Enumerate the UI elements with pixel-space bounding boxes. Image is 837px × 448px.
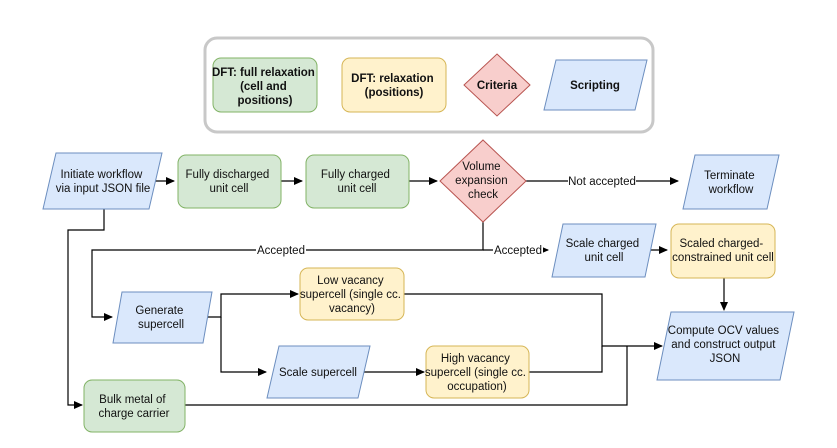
svg-text:Bulk metal of charge car: Bulk metal of charge carrier [99,394,170,420]
node-terminate-workflow: Terminate workflow [682,154,780,210]
node-scaled-constrained: Scaled charged- constrained unit cell [670,223,776,279]
node-fully-charged: Fully charged unit cell [305,154,410,209]
edge-label-accepted-right: Accepted [493,243,543,258]
svg-text:Fully charged unit cell: Fully charged unit cell [321,169,393,195]
svg-text:Terminate workflow: Terminate workflow [704,170,758,196]
svg-text:Generate supercell: Generate supercell [135,305,186,331]
svg-text:Scaled charged- constrai: Scaled charged- constrained unit cell [672,238,774,264]
svg-text:Low vacancy supercell (s: Low vacancy supercell (single cc. vacanc… [300,275,404,315]
legend-criteria-label: Criteria [477,80,518,92]
legend-criteria: Criteria [463,53,531,117]
node-scale-charged: Scale charged unit cell [551,223,657,278]
legend-dft-full: DFT: full relaxation (cell and positions… [212,57,318,113]
node-fully-discharged: Fully discharged unit cell [177,154,282,209]
legend-scripting: Scripting [543,59,648,111]
edge-volume-to-generate [91,222,484,321]
svg-text:Scale supercell: Scale supercell [279,367,357,379]
svg-text:Initiate workflow via in: Initiate workflow via input JSON file [56,169,151,195]
edge-generate-to-low [205,290,299,318]
node-bulk-metal: Bulk metal of charge carrier [83,379,186,433]
svg-text:Accepted: Accepted [494,245,542,257]
edge-label-not-accepted: Not accepted [568,174,636,189]
node-scale-supercell: Scale supercell [266,345,371,399]
node-compute-ocv: Compute OCV values and construct output … [656,311,795,381]
svg-text:Volume expansion c: Volume expansion check [455,161,511,201]
edges [67,177,728,409]
edge-low-to-ocv [404,293,663,350]
svg-text:High vacancy supercell (: High vacancy supercell (single cc. occup… [425,353,529,393]
edge-generate-to-scale [220,317,267,376]
node-initiate-workflow: Initiate workflow via input JSON file [42,152,163,210]
edge-initiate-to-bulk [67,206,105,409]
edge-bulk-to-ocv [185,346,628,406]
edge-label-accepted-left: Accepted [256,243,306,258]
legend-dft-relax-label: DFT: relaxation (positions) [351,73,437,99]
svg-text:Fully discharged unit ce: Fully discharged unit cell [186,169,273,195]
svg-text:Scale charged unit cell: Scale charged unit cell [566,238,643,264]
svg-text:Accepted: Accepted [257,245,305,257]
edge-high-to-ocv [529,346,603,373]
node-high-vacancy: High vacancy supercell (single cc. occup… [425,345,530,399]
svg-text:Compute OCV values and c: Compute OCV values and construct output … [668,325,782,365]
legend-scripting-label: Scripting [570,80,620,92]
legend-dft-relax: DFT: relaxation (positions) [341,57,447,113]
node-volume-check: Volume expansion check [439,139,527,223]
node-low-vacancy: Low vacancy supercell (single cc. vacanc… [299,267,405,321]
svg-text:Not accepted: Not accepted [568,176,636,188]
legend-dft-full-label: DFT: full relaxation (cell and positions… [212,67,318,107]
node-generate-supercell: Generate supercell [112,291,213,344]
